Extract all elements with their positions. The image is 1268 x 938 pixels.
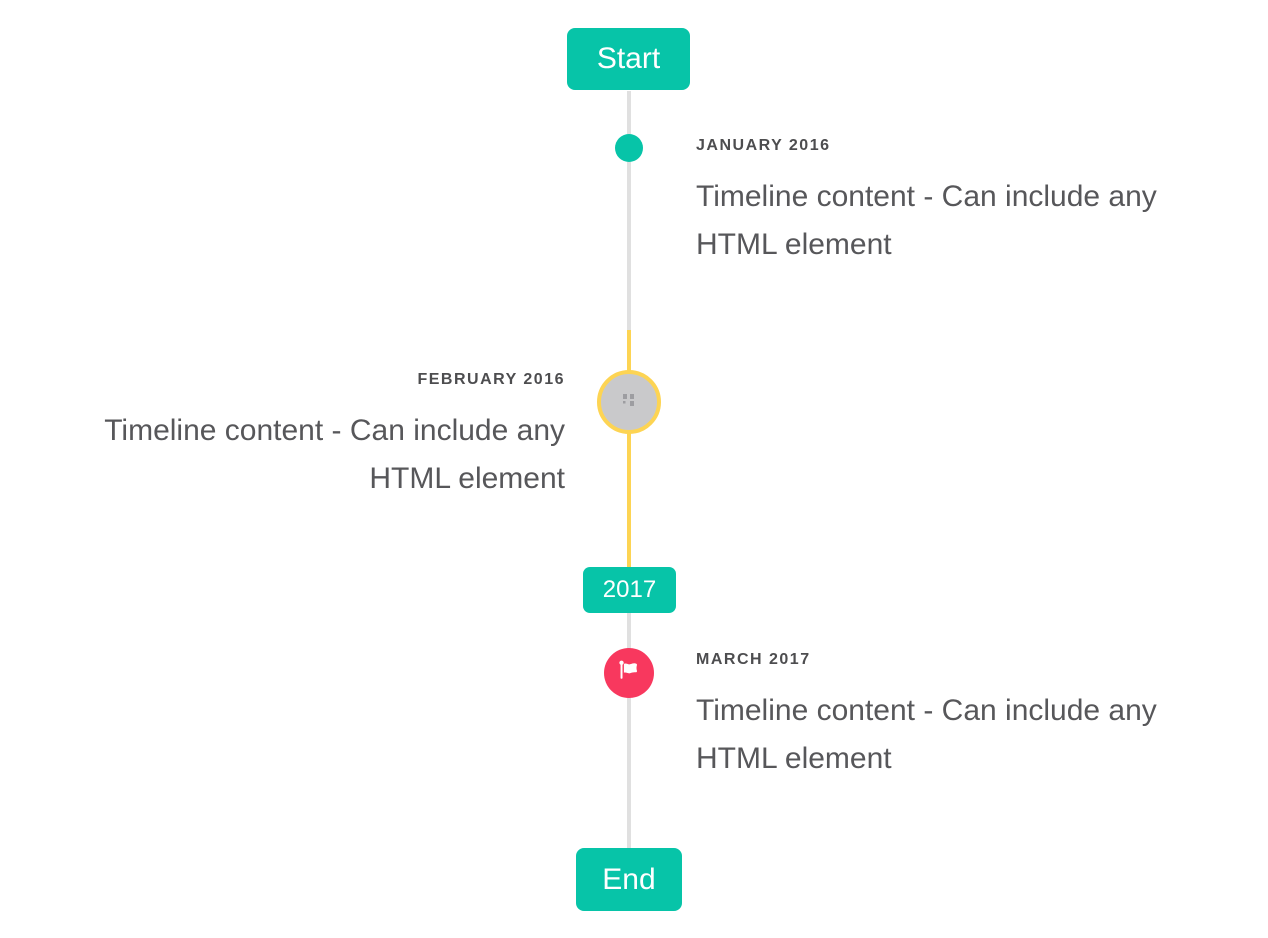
- start-badge: Start: [567, 28, 690, 90]
- entry-content: Timeline content - Can include any HTML …: [104, 414, 565, 495]
- entry-title: FEBRUARY 2016: [417, 371, 565, 388]
- timeline-line-highlight-segment: [627, 330, 631, 567]
- entry-content: Timeline content - Can include any HTML …: [696, 694, 1157, 775]
- year-badge: 2017: [583, 567, 676, 613]
- start-badge-label: Start: [596, 42, 661, 75]
- timeline-entry-february-2016: FEBRUARY 2016 Timeline content - Can inc…: [35, 371, 565, 503]
- entry-title: MARCH 2017: [696, 651, 811, 668]
- end-badge-label: End: [602, 862, 656, 896]
- timeline-dot-marker: [615, 134, 643, 162]
- end-badge: End: [576, 848, 682, 911]
- entry-title: JANUARY 2016: [696, 137, 831, 154]
- timeline-entry-march-2017: MARCH 2017 Timeline content - Can includ…: [696, 651, 1226, 783]
- year-badge-label: 2017: [602, 576, 657, 603]
- entry-content: Timeline content - Can include any HTML …: [696, 180, 1157, 261]
- timeline-flag-marker: [604, 648, 654, 698]
- flag-icon: [616, 658, 642, 689]
- timeline-entry-january-2016: JANUARY 2016 Timeline content - Can incl…: [696, 137, 1226, 269]
- timeline-image-marker: [597, 370, 661, 434]
- broken-image-icon: [622, 393, 636, 412]
